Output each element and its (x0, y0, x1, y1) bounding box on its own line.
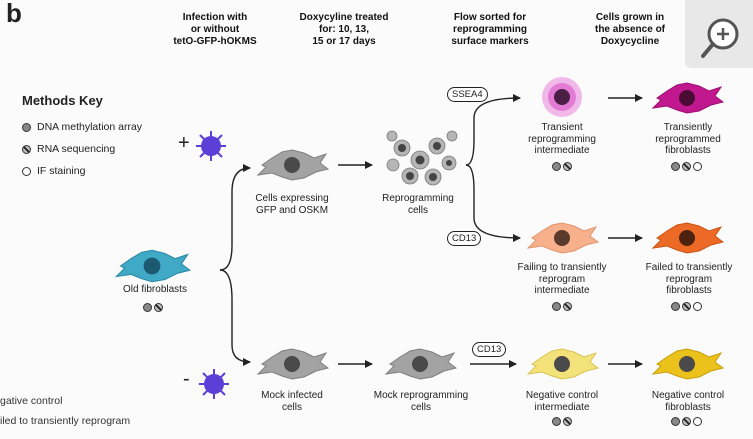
rna-sequencing-marker-icon (22, 144, 31, 154)
dna-methylation-marker-icon (143, 303, 152, 312)
dna-methylation-marker-icon (671, 302, 680, 311)
methods-key-title: Methods Key (22, 93, 103, 108)
old-fibroblasts-methods (143, 303, 163, 312)
dna-methylation-marker-icon (671, 417, 680, 426)
header-infection: Infection with or without tetO-GFP-hOKMS (173, 12, 257, 47)
failed-fibroblast-cell (652, 222, 724, 254)
mock-reprogramming-label: Mock reprogramming cells (373, 390, 469, 413)
rna-sequencing-marker-icon (682, 302, 691, 311)
rna-sequencing-marker-icon (682, 417, 691, 426)
header-doxycycline: Doxycyline treated for: 10, 13, 15 or 17… (299, 12, 389, 47)
rna-sequencing-marker-icon (563, 302, 572, 311)
if-staining-marker-icon (693, 302, 702, 311)
transient-intermediate-label: Transient reprogramming intermediate (528, 122, 596, 156)
minus-sign: - (183, 368, 190, 390)
cd13-tag: CD13 (472, 342, 507, 357)
negative-control-intermediate-cell (527, 348, 599, 380)
negative-control-intermediate-methods (552, 417, 572, 426)
transiently-reprogrammed-label: Transiently reprogrammed fibroblasts (655, 122, 721, 156)
mock-infected-cell (257, 348, 329, 380)
if-staining-marker-icon (22, 166, 31, 176)
rna-sequencing-marker-icon (154, 303, 163, 312)
ssea4-tag: SSEA4 (447, 87, 488, 102)
rna-sequencing-marker-icon (563, 417, 572, 426)
failing-intermediate-cell (527, 222, 599, 254)
rna-sequencing-marker-icon (682, 162, 691, 171)
mock-infected-label: Mock infected cells (261, 390, 323, 413)
header-no-doxycycline: Cells grown in the absence of Doxycyclin… (594, 12, 666, 47)
reprogramming-cell-cluster (386, 130, 458, 186)
if-staining-marker-icon (693, 417, 702, 426)
rna-sequencing-marker-icon (563, 162, 572, 171)
dna-methylation-marker-icon (552, 302, 561, 311)
methods-key-item: RNA sequencing (22, 143, 115, 155)
dna-methylation-marker-icon (552, 162, 561, 171)
panel-label: b (6, 0, 22, 28)
gfp-osk-label: Cells expressing GFP and OSKM (255, 193, 329, 216)
failing-intermediate-label: Failing to transiently reprogram interme… (517, 262, 607, 296)
flow-arrows (219, 94, 643, 368)
methods-key-item: DNA methylation array (22, 121, 142, 133)
zoom-button[interactable] (685, 0, 753, 68)
failed-fibroblasts-methods (671, 302, 702, 311)
virus-plus (196, 131, 226, 161)
dna-methylation-marker-icon (22, 122, 31, 132)
virus-minus (199, 369, 229, 399)
plus-sign: + (178, 132, 190, 154)
legend-fragment: iled to transiently reprogram (0, 415, 131, 427)
negative-control-intermediate-label: Negative control intermediate (525, 390, 599, 413)
old-fibroblasts-label: Old fibroblasts (123, 284, 187, 295)
methods-key-label: DNA methylation array (37, 121, 143, 133)
transient-intermediate-cell (542, 77, 582, 117)
failing-intermediate-methods (552, 302, 572, 311)
dna-methylation-marker-icon (671, 162, 680, 171)
negative-control-fibroblasts-methods (671, 417, 702, 426)
mock-reprogramming-cell (385, 348, 457, 380)
zoom-in-icon (701, 18, 739, 58)
cd13-tag: CD13 (447, 231, 482, 246)
negative-control-fibroblast-cell (652, 348, 724, 380)
legend-fragment: gative control (0, 395, 63, 407)
gfp-osk-cell (257, 149, 329, 181)
transiently-reprogrammed-methods (671, 162, 702, 171)
methods-key-label: RNA sequencing (37, 143, 116, 155)
transiently-reprogrammed-cell (652, 82, 724, 114)
old-fibroblast-cell (115, 249, 191, 283)
reprogramming-cells-label: Reprogramming cells (382, 193, 454, 216)
methods-key-item: IF staining (22, 165, 85, 177)
dna-methylation-marker-icon (552, 417, 561, 426)
transient-intermediate-methods (552, 162, 572, 171)
failed-fibroblasts-label: Failed to transiently reprogram fibrobla… (645, 262, 733, 296)
if-staining-marker-icon (693, 162, 702, 171)
negative-control-fibroblasts-label: Negative control fibroblasts (651, 390, 725, 413)
header-flow-sorted: Flow sorted for reprogramming surface ma… (451, 12, 529, 47)
methods-key-label: IF staining (37, 165, 86, 177)
